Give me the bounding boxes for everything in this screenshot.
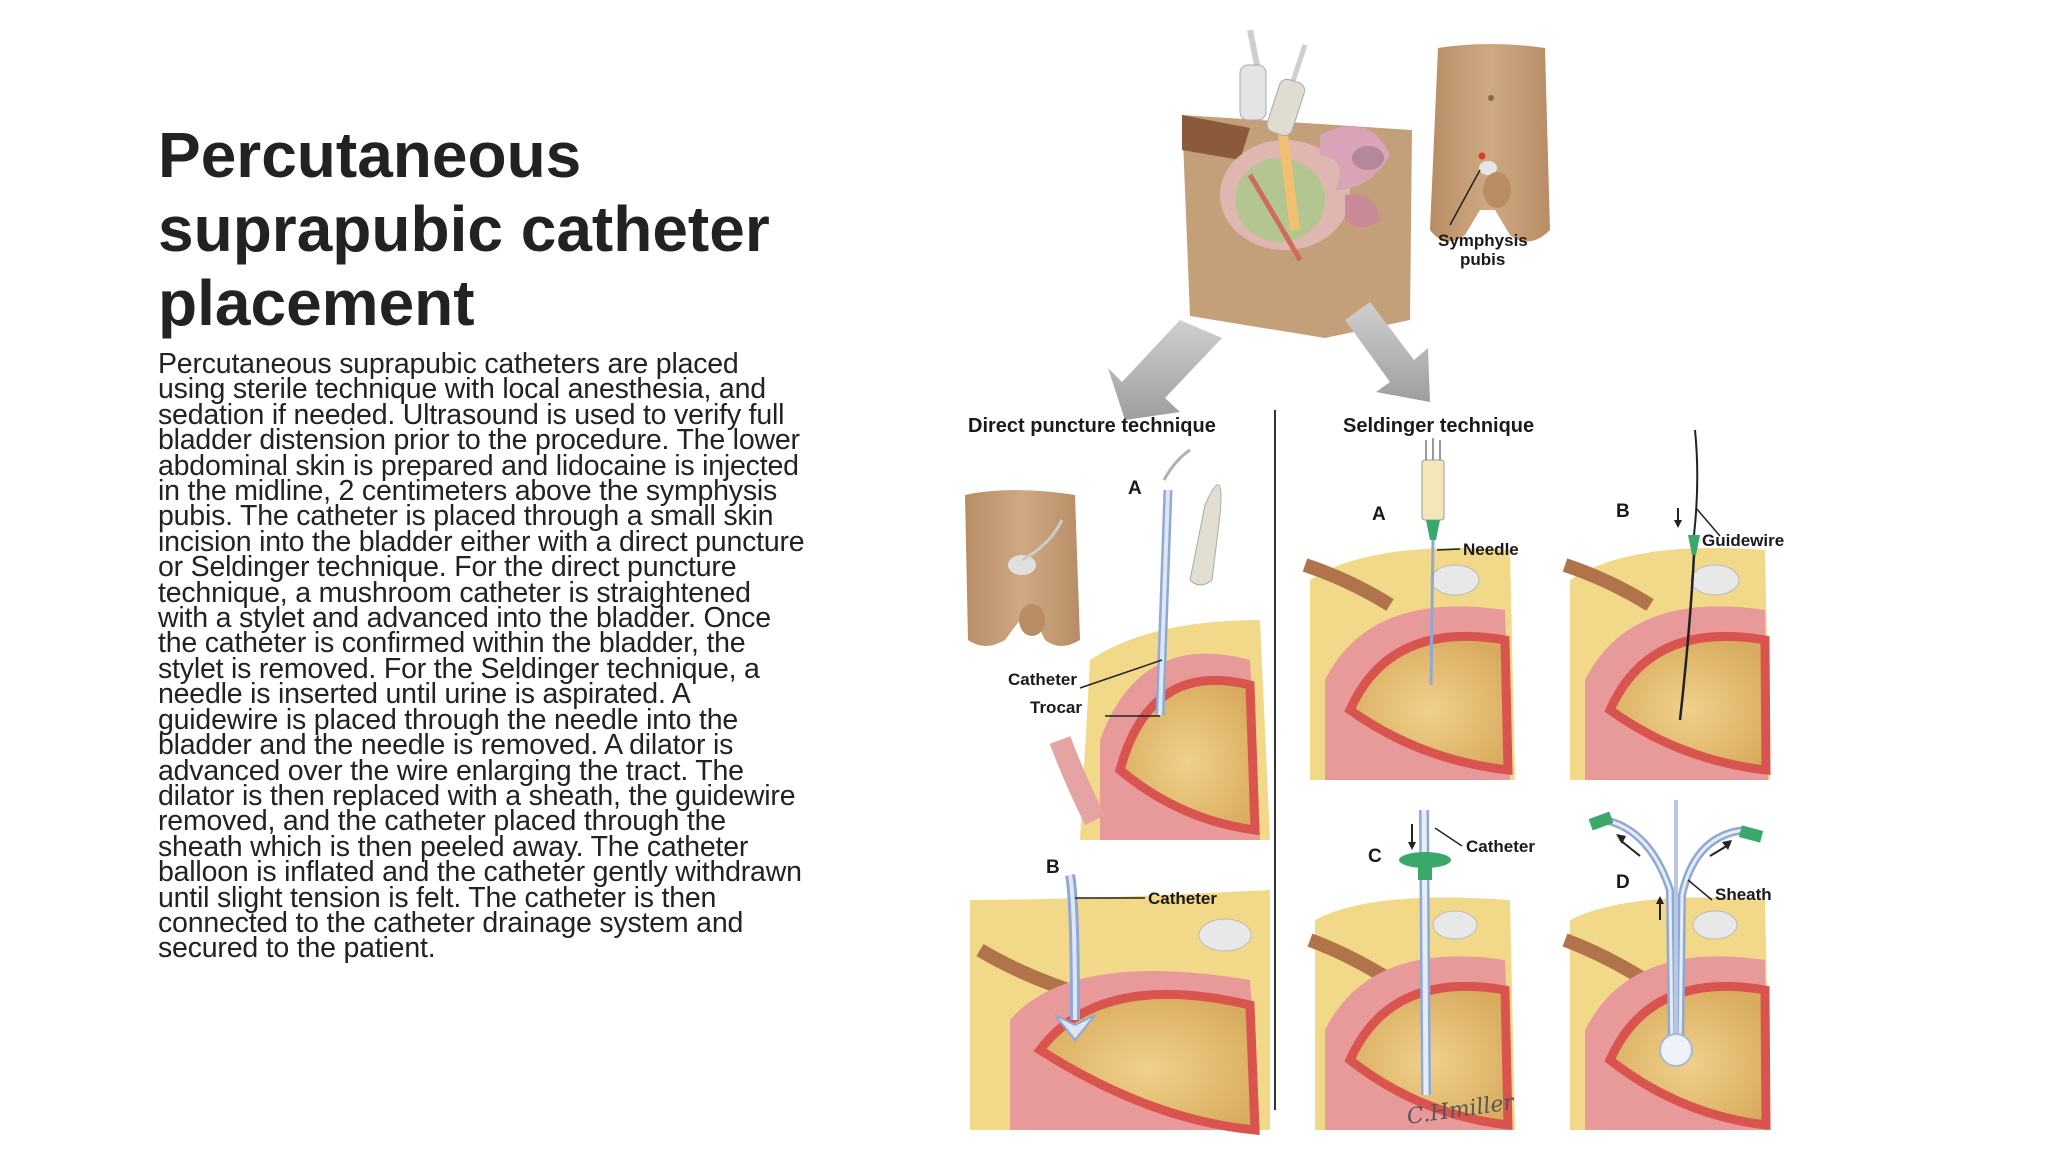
pelvis-cross-section-illustration [1182,109,1412,338]
direct-puncture-step-a-illustration [965,448,1270,840]
seldinger-step-d-letter: D [1616,872,1630,893]
trocar-label: Trocar [1030,698,1082,717]
slide-body-text: Percutaneous suprapubic catheters are pl… [158,348,805,965]
symphysis-label-line2: pubis [1460,250,1505,269]
seldinger-step-a-illustration [1302,438,1515,780]
seldinger-step-a-letter: A [1372,504,1386,525]
guidewire-label: Guidewire [1702,531,1784,550]
seldinger-heading: Seldinger technique [1343,415,1534,437]
procedure-illustration: Symphysis pubis Direct puncture techniqu… [950,20,1830,1150]
seldinger-step-b-letter: B [1616,501,1630,522]
direct-step-b-letter: B [1046,857,1060,878]
direct-puncture-heading: Direct puncture technique [968,415,1216,437]
seldinger-step-d-illustration [1562,800,1771,1131]
arrow-down-right-icon [1345,302,1430,402]
needle-label: Needle [1463,540,1519,559]
seldinger-catheter-label: Catheter [1466,837,1535,856]
symphysis-label-line1: Symphysis [1438,231,1528,250]
seldinger-step-b-illustration [1562,429,1771,780]
direct-step-b-catheter-label: Catheter [1148,889,1217,908]
direct-puncture-step-b-illustration [970,874,1270,1135]
direct-catheter-label: Catheter [1008,670,1077,689]
seldinger-step-c-illustration [1307,809,1515,1131]
abdomen-front-view-illustration [1430,44,1550,242]
direct-step-a-letter: A [1128,478,1142,499]
sheath-label: Sheath [1715,885,1772,904]
ultrasound-probe-icon [1239,29,1308,137]
slide-title: Percutaneous suprapubic catheter placeme… [158,119,770,339]
arrow-down-left-icon [1108,320,1222,420]
seldinger-step-c-letter: C [1368,846,1382,867]
